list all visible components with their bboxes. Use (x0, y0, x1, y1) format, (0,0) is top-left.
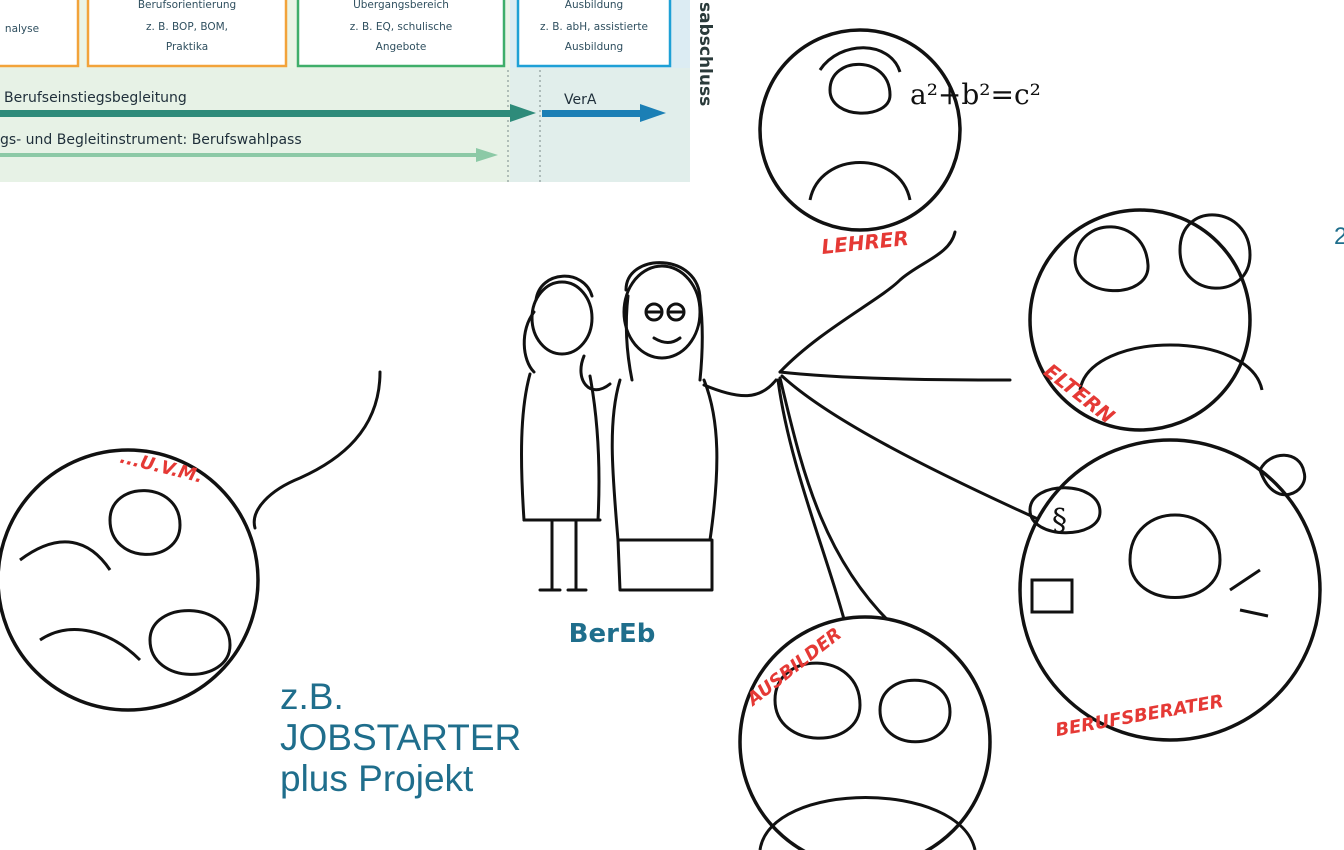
box-left-text: nalyse (5, 23, 39, 35)
box-left-partial: nalyse (0, 0, 80, 68)
lehrer-formula: a²+b²=c² (910, 78, 1041, 111)
jobstarter-line-1: z.B. (280, 676, 344, 717)
box-ub-title: Übergangsbereich (353, 0, 449, 11)
row-berufseinstieg-label: Berufseinstiegsbegleitung (4, 90, 187, 106)
arrow-berufseinstieg: Berufseinstiegsbegleitung VerA (0, 90, 666, 122)
bubble-berufsberater: § BERUFSBERATER (1018, 438, 1322, 742)
box-berufsorientierung: Berufsorientierung z. B. BOP, BOM, Prakt… (86, 0, 288, 68)
bubble-ausbilder: AUSBILDER (738, 615, 992, 850)
section-symbol: § (1052, 503, 1067, 538)
box-ausbildung: Ausbildung z. B. abH, assistierte Ausbil… (516, 0, 672, 68)
top-panel: nalyse Berufsorientierung z. B. BOP, BOM… (0, 0, 715, 182)
role-lehrer: LEHRER (820, 226, 910, 259)
box-bo-title: Berufsorientierung (138, 0, 236, 11)
vertical-label: sabschluss (695, 2, 715, 106)
center-label: BerEb (569, 619, 656, 649)
row-berufswahlpass-label: gs- und Begleitinstrument: Berufswahlpas… (0, 132, 302, 148)
bubble-uvm: ...U.V.M. (0, 447, 260, 712)
box-ub-line3: Angebote (376, 41, 427, 53)
bubble-lehrer: a²+b²=c² LEHRER (758, 28, 1041, 259)
connection-strings (252, 230, 1042, 644)
box-au-title: Ausbildung (565, 0, 623, 11)
box-ub-line2: z. B. EQ, schulische (350, 21, 452, 33)
box-bo-line2: z. B. BOP, BOM, (146, 21, 228, 33)
jobstarter-caption: z.B. JOBSTARTER plus Projekt (280, 676, 640, 799)
bubble-eltern: ELTERN (1028, 208, 1264, 432)
girl-figures (520, 261, 778, 592)
jobstarter-line-3: plus Projekt (280, 758, 474, 799)
box-uebergang: Übergangsbereich z. B. EQ, schulische An… (296, 0, 506, 68)
page-number: 2 (1334, 223, 1344, 250)
jobstarter-line-2: JOBSTARTER (280, 717, 522, 758)
row-vera-label: VerA (564, 92, 597, 108)
box-au-line2: z. B. abH, assistierte (540, 21, 648, 33)
box-bo-line3: Praktika (166, 41, 208, 53)
box-au-line3: Ausbildung (565, 41, 623, 53)
arrow-berufswahlpass: gs- und Begleitinstrument: Berufswahlpas… (0, 132, 498, 162)
